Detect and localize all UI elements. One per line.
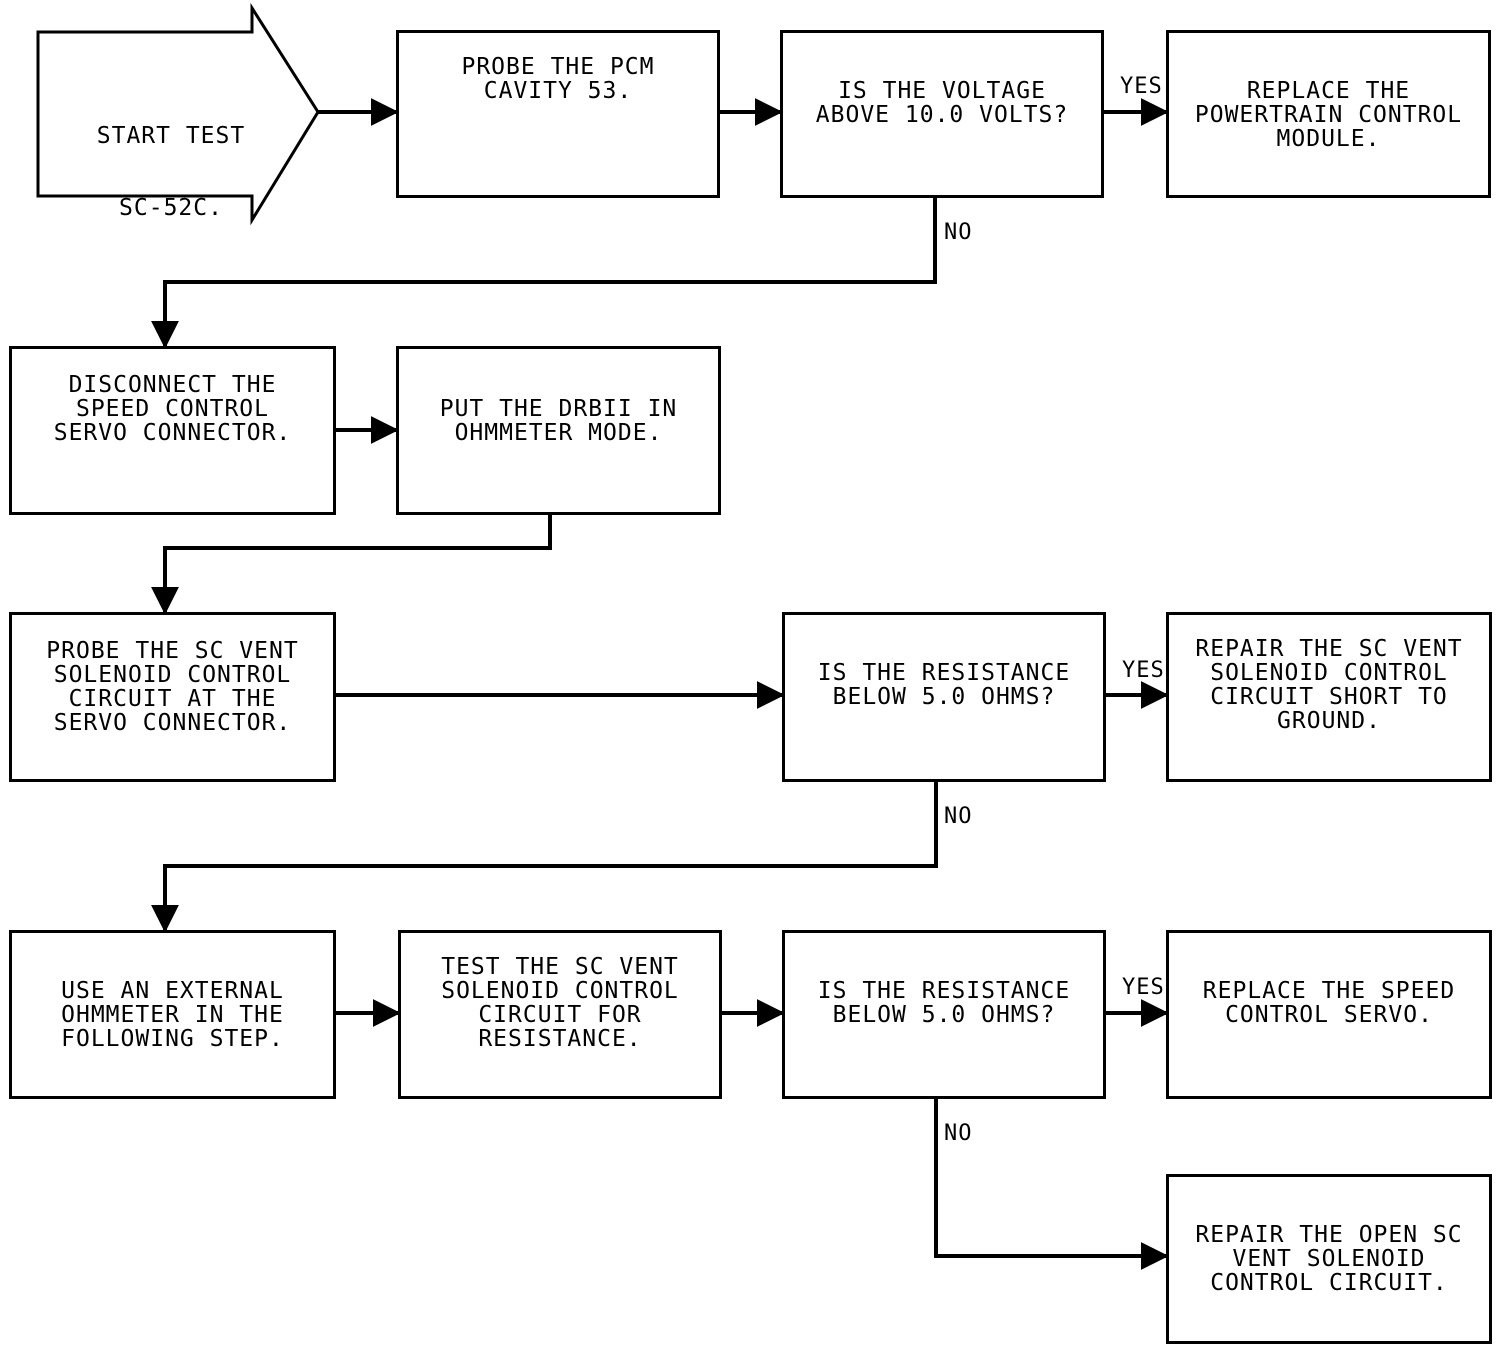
decision-text-line: ABOVE 10.0 VOLTS? <box>815 102 1069 128</box>
result-text-line: POWERTRAIN CONTROL <box>1194 102 1463 128</box>
decision-text-line: IS THE VOLTAGE <box>838 78 1046 104</box>
result-replace-pcm: REPLACE THE POWERTRAIN CONTROL MODULE. <box>1166 30 1491 198</box>
result-text-line: CONTROL SERVO. <box>1225 1002 1433 1028</box>
edge-label-no: NO <box>944 1121 973 1146</box>
step-text-line: PUT THE DRBII IN <box>439 396 678 422</box>
decision-resistance-1: IS THE RESISTANCE BELOW 5.0 OHMS? <box>782 612 1106 782</box>
step-external-ohmmeter: USE AN EXTERNAL OHMMETER IN THE FOLLOWIN… <box>9 930 336 1099</box>
result-text-line: REPAIR THE SC VENT <box>1195 636 1463 662</box>
edge-label-no: NO <box>944 220 973 245</box>
step-text-line: CIRCUIT AT THE <box>68 686 277 712</box>
connector-drbii-down <box>151 515 552 615</box>
result-text-line: MODULE. <box>1276 126 1381 152</box>
decision-text-line: BELOW 5.0 OHMS? <box>832 1002 1056 1028</box>
step-text-line: TEST THE SC VENT <box>441 954 679 980</box>
start-label-line: SC-52C. <box>119 195 223 221</box>
result-text-line: CONTROL CIRCUIT. <box>1210 1270 1448 1296</box>
decision-text-line: IS THE RESISTANCE <box>817 978 1071 1004</box>
edge-label-no: NO <box>944 804 973 829</box>
step-text-line: PROBE THE SC VENT <box>46 638 299 664</box>
step-text-line: OHMMETER IN THE <box>61 1002 284 1028</box>
result-repair-short: REPAIR THE SC VENT SOLENOID CONTROL CIRC… <box>1166 612 1492 782</box>
step-probe-vent-circuit: PROBE THE SC VENT SOLENOID CONTROL CIRCU… <box>9 612 336 782</box>
start-label: START TEST SC-52C. <box>40 76 302 244</box>
decision-text-line: IS THE RESISTANCE <box>817 660 1071 686</box>
step-text-line: SERVO CONNECTOR. <box>53 710 292 736</box>
step-text-line: SOLENOID CONTROL <box>441 978 679 1004</box>
step-text-line: SOLENOID CONTROL <box>53 662 292 688</box>
result-text-line: SOLENOID CONTROL <box>1210 660 1448 686</box>
step-disconnect-servo: DISCONNECT THE SPEED CONTROL SERVO CONNE… <box>9 346 336 515</box>
result-text-line: VENT SOLENOID <box>1232 1246 1426 1272</box>
result-text-line: GROUND. <box>1277 708 1381 734</box>
result-text-line: REPLACE THE <box>1246 78 1411 104</box>
edge-label-yes: YES <box>1120 74 1163 99</box>
step-text-line: CIRCUIT FOR <box>478 1002 642 1028</box>
step-test-vent-resistance: TEST THE SC VENT SOLENOID CONTROL CIRCUI… <box>398 930 722 1099</box>
result-text-line: REPLACE THE SPEED <box>1202 978 1456 1004</box>
connector-q1-no <box>151 782 938 933</box>
step-text-line: USE AN EXTERNAL <box>61 978 284 1004</box>
start-arrow-shape <box>36 2 320 226</box>
edge-label-yes: YES <box>1122 658 1165 683</box>
step-text-line: SPEED CONTROL <box>75 396 269 422</box>
step-text-line: RESISTANCE. <box>478 1026 642 1052</box>
decision-text-line: BELOW 5.0 OHMS? <box>832 684 1056 710</box>
step-text-line: PROBE THE PCM <box>461 54 655 80</box>
step-text-line: CAVITY 53. <box>483 78 633 104</box>
connector-q2-no <box>934 1099 1169 1270</box>
decision-resistance-2: IS THE RESISTANCE BELOW 5.0 OHMS? <box>782 930 1106 1099</box>
decision-voltage: IS THE VOLTAGE ABOVE 10.0 VOLTS? <box>780 30 1104 198</box>
result-repair-open: REPAIR THE OPEN SC VENT SOLENOID CONTROL… <box>1166 1174 1492 1344</box>
step-text-line: SERVO CONNECTOR. <box>53 420 292 446</box>
edge-label-yes: YES <box>1122 975 1165 1000</box>
step-drbii-ohmmeter: PUT THE DRBII IN OHMMETER MODE. <box>396 346 721 515</box>
step-text-line: FOLLOWING STEP. <box>61 1026 284 1052</box>
step-text-line: OHMMETER MODE. <box>454 420 663 446</box>
result-replace-servo: REPLACE THE SPEED CONTROL SERVO. <box>1166 930 1492 1099</box>
result-text-line: CIRCUIT SHORT TO <box>1210 684 1448 710</box>
result-text-line: REPAIR THE OPEN SC <box>1195 1222 1463 1248</box>
start-label-line: START TEST <box>96 123 246 149</box>
step-text-line: DISCONNECT THE <box>68 372 277 398</box>
step-probe-pcm: PROBE THE PCM CAVITY 53. <box>396 30 720 198</box>
connector-voltage-no <box>151 198 937 349</box>
